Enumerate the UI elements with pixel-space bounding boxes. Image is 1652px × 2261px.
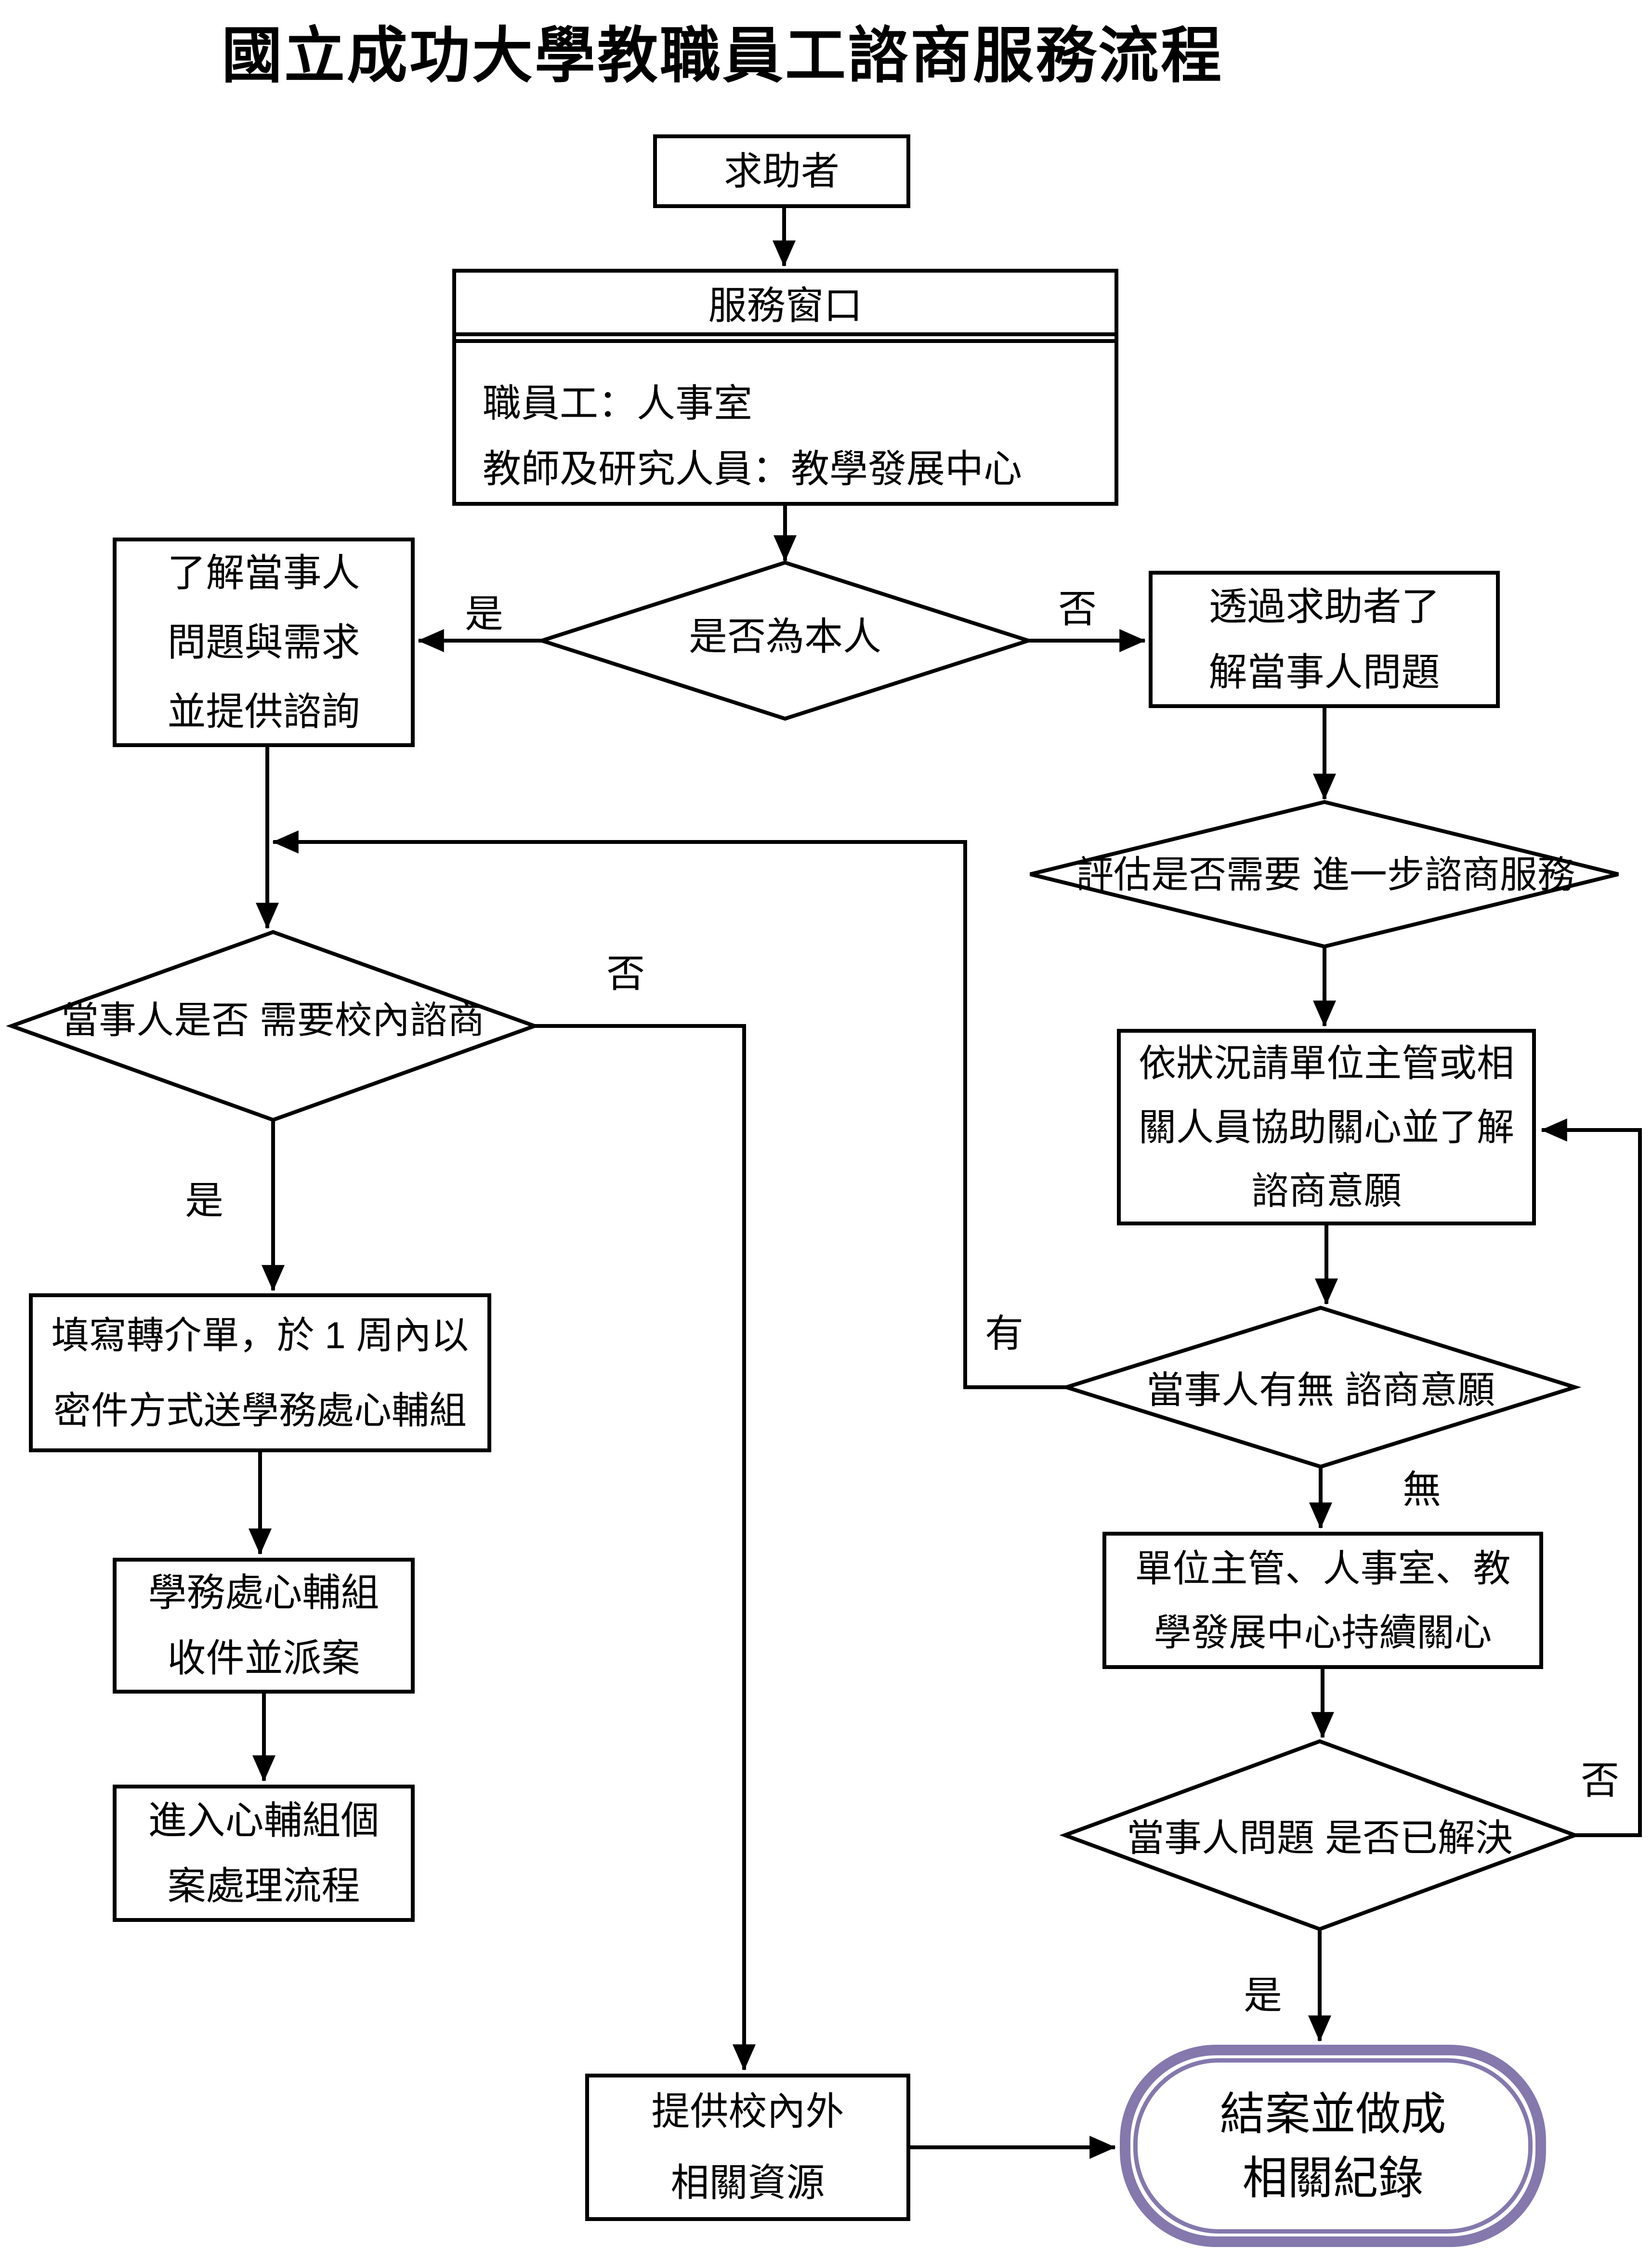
label-is-self-yes: 是 bbox=[465, 592, 503, 635]
decision-assess-need-label: 評估是否需要 進一步諮商服務 bbox=[1076, 848, 1575, 902]
node-text-line: 進一步諮商服務 bbox=[1311, 853, 1575, 896]
node-text-line: 學發展中心持續關心 bbox=[1154, 1611, 1492, 1654]
decision-is-self bbox=[535, 560, 1035, 721]
node-text-line: 進入心輔組個 bbox=[148, 1799, 380, 1842]
edge-willingness-have-loop bbox=[272, 830, 1066, 1389]
decision-need-campus-label: 當事人是否 需要校內諮商 bbox=[61, 994, 485, 1047]
node-text-line: 諮商意願 bbox=[1251, 1170, 1402, 1212]
decision-is-self-label: 是否為本人 bbox=[689, 609, 881, 664]
node-text-line: 關人員協助關心並了解 bbox=[1138, 1105, 1514, 1148]
node-case-process: 進入心輔組個 案處理流程 bbox=[113, 1785, 415, 1922]
edge-needcampus-no bbox=[535, 1024, 756, 2071]
node-text-line: 是否為本人 bbox=[689, 615, 881, 658]
node-text-line: 結案並做成 bbox=[1219, 2088, 1446, 2139]
node-text-line: 單位主管、人事室、教 bbox=[1135, 1547, 1511, 1590]
decision-need-campus bbox=[6, 930, 540, 1122]
node-closing-terminal: 結案並做成 相關紀錄 bbox=[1120, 2045, 1546, 2247]
node-text-line: 諮商意願 bbox=[1344, 1368, 1495, 1411]
node-text-line: 填寫轉介單，於 1 周內以 bbox=[51, 1314, 469, 1356]
node-text-line: 學務處心輔組 bbox=[148, 1571, 380, 1614]
node-fill-referral: 填寫轉介單，於 1 周內以 密件方式送學務處心輔組 bbox=[29, 1293, 491, 1452]
node-text-line: 依狀況請單位主管或相 bbox=[1138, 1042, 1514, 1085]
label-willingness-have: 有 bbox=[985, 1312, 1023, 1355]
label-resolved-no: 否 bbox=[1581, 1759, 1619, 1802]
service-window-line: 職員工：人事室 bbox=[483, 382, 752, 425]
node-via-seeker: 透過求助者了 解當事人問題 bbox=[1149, 571, 1500, 708]
edge-resolved-no-loop bbox=[1541, 1118, 1642, 1837]
decision-resolved bbox=[1059, 1739, 1581, 1932]
node-text-line: 案處理流程 bbox=[167, 1864, 360, 1907]
node-receive-assign: 學務處心輔組 收件並派案 bbox=[113, 1558, 415, 1694]
label-is-self-no: 否 bbox=[1058, 588, 1097, 631]
node-text-line: 需要校內諮商 bbox=[259, 999, 485, 1041]
node-text-line: 提供校內外 bbox=[651, 2090, 844, 2133]
node-continuous-care: 單位主管、人事室、教 學發展中心持續關心 bbox=[1102, 1532, 1543, 1669]
node-provide-resources: 提供校內外 相關資源 bbox=[585, 2074, 910, 2221]
page-title: 國立成功大學教職員工諮商服務流程 bbox=[222, 22, 1223, 90]
label-need-campus-yes: 是 bbox=[185, 1179, 223, 1222]
node-text-line: 相關紀錄 bbox=[1242, 2153, 1424, 2203]
node-closing-terminal-inner: 結案並做成 相關紀錄 bbox=[1133, 2058, 1533, 2234]
node-service-window-header: 服務窗口 bbox=[456, 273, 1114, 336]
label-willingness-none: 無 bbox=[1403, 1468, 1441, 1511]
node-text-line: 當事人是否 bbox=[61, 999, 249, 1041]
node-supervisor-assist: 依狀況請單位主管或相 關人員協助關心並了解 諮商意願 bbox=[1117, 1029, 1536, 1225]
node-text-line: 相關資源 bbox=[670, 2161, 825, 2204]
node-text-line: 是否已解決 bbox=[1324, 1816, 1513, 1859]
node-text-line: 並提供諮詢 bbox=[167, 690, 360, 733]
node-text-line: 評估是否需要 bbox=[1076, 853, 1302, 896]
node-seeker-label: 求助者 bbox=[724, 149, 839, 193]
label-need-campus-no: 否 bbox=[606, 952, 645, 995]
node-understand-client: 了解當事人 問題與需求 並提供諮詢 bbox=[113, 538, 415, 747]
decision-willingness-label: 當事人有無 諮商意願 bbox=[1146, 1364, 1495, 1417]
node-text-line: 當事人問題 bbox=[1127, 1816, 1315, 1859]
decision-resolved-label: 當事人問題 是否已解決 bbox=[1127, 1812, 1513, 1865]
service-window-line: 教師及研究人員：教學發展中心 bbox=[483, 447, 1022, 490]
node-seeker: 求助者 bbox=[653, 134, 910, 208]
label-resolved-yes: 是 bbox=[1244, 1974, 1282, 2017]
node-text-line: 透過求助者了 bbox=[1208, 585, 1440, 628]
node-text-line: 收件並派案 bbox=[167, 1637, 360, 1680]
node-text-line: 了解當事人 bbox=[167, 551, 360, 594]
node-text-line: 問題與需求 bbox=[167, 620, 360, 664]
node-text-line: 當事人有無 bbox=[1146, 1368, 1335, 1411]
node-text-line: 密件方式送學務處心輔組 bbox=[53, 1389, 467, 1432]
node-service-window: 服務窗口 職員工：人事室 教師及研究人員：教學發展中心 bbox=[452, 269, 1118, 506]
node-text-line: 解當事人問題 bbox=[1208, 650, 1440, 694]
decision-willingness bbox=[1060, 1305, 1582, 1469]
node-service-window-body: 職員工：人事室 教師及研究人員：教學發展中心 bbox=[456, 339, 1114, 502]
decision-assess-need bbox=[1030, 800, 1619, 949]
